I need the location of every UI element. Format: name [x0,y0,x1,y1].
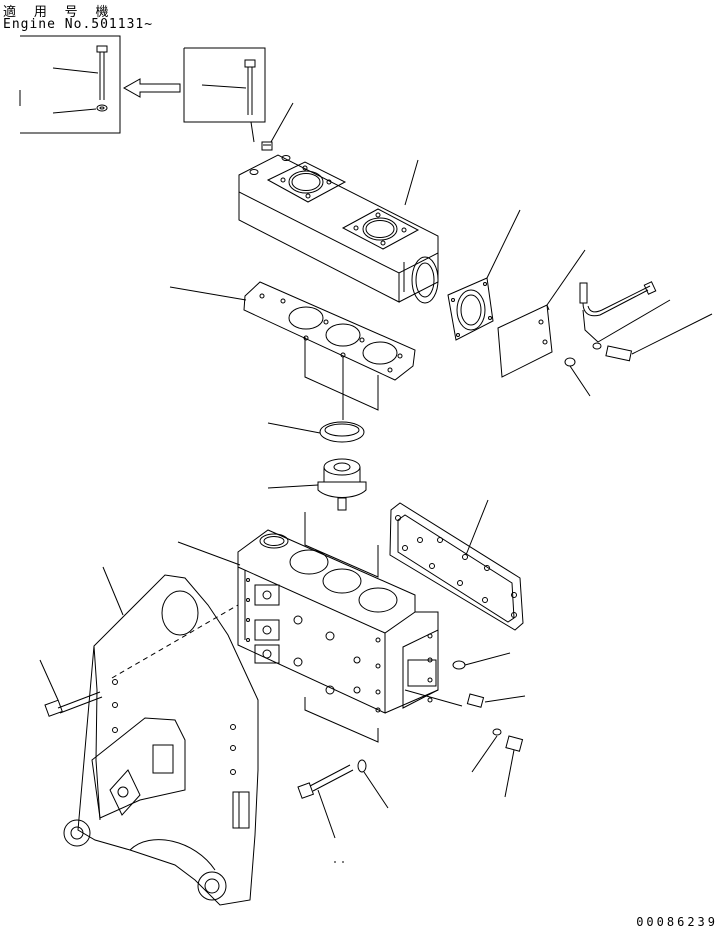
pipe-assembly [580,282,670,342]
thermostat-housing [178,530,462,742]
bolt-cover-plate [565,314,712,396]
mounting-bracket [64,567,258,905]
inset-arrow-icon [124,79,180,97]
bolt-left [40,660,102,716]
gasket-side [390,500,523,630]
inset-old-bolt [20,36,120,133]
water-outlet-housing [239,155,438,303]
applicability-label: 適 用 号 機 [3,5,114,20]
cover-plate [498,250,585,377]
gasket-outlet [448,210,520,340]
seal-ring [268,422,364,442]
bolt-right-lower [505,736,523,797]
bolt-right-middle [467,694,525,707]
thermostat [268,459,378,577]
long-bolt-bottom [298,765,353,838]
washer-bottom [358,760,388,808]
gasket-upper [170,282,415,420]
engine-serial: Engine No.501131~ [3,17,154,32]
washer-right [472,729,501,772]
bolt-right-upper [453,653,510,669]
inset-new-bolt [184,48,265,142]
drawing-code: 00086239 [636,915,718,929]
plug-top [262,103,293,150]
